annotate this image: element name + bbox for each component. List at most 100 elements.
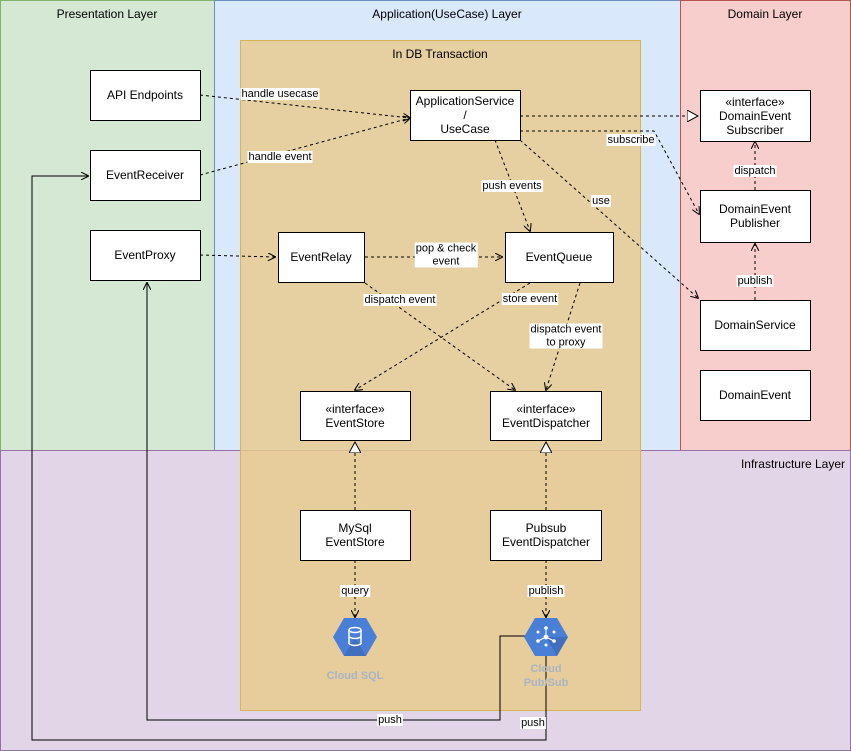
text-line: Pub/Sub xyxy=(524,677,569,689)
label-handle-usecase: handle usecase xyxy=(240,88,320,100)
event-queue-box[interactable]: EventQueue xyxy=(505,232,614,283)
label-subscribe: subscribe xyxy=(606,134,656,146)
text-line: ApplicationService xyxy=(416,94,515,108)
label-query: query xyxy=(340,585,371,597)
label-handle-event: handle event xyxy=(247,151,313,163)
text-line: Cloud xyxy=(530,663,561,675)
label-publish-domain: publish xyxy=(736,275,774,287)
cloud-pubsub-icon xyxy=(524,618,568,656)
edge-label-text: push events xyxy=(482,180,542,192)
edge-label-background xyxy=(363,294,437,306)
svg-text:ApplicationService/UseCase: ApplicationService/UseCase xyxy=(416,94,515,136)
text-line: UseCase xyxy=(440,122,490,136)
domain-event-box[interactable]: DomainEvent xyxy=(700,370,811,421)
text-line: subscribe xyxy=(607,134,654,146)
edge-label-text: dispatch xyxy=(735,165,776,177)
cloud-sql-caption: Cloud SQL xyxy=(327,670,384,682)
text-line: EventStore xyxy=(325,535,385,549)
text-line: dispatch xyxy=(735,165,776,177)
edge-cloudpubsub-push-to-proxy xyxy=(147,283,526,721)
svg-text:DomainEvent: DomainEvent xyxy=(719,388,792,402)
edge-proxy-to-relay xyxy=(199,255,275,257)
transaction-title: In DB Transaction xyxy=(392,47,487,61)
edge-cloudpubsub-push-to-receiver xyxy=(31,176,547,741)
api-endpoints-box[interactable]: API Endpoints xyxy=(90,70,201,121)
text-line: Subscriber xyxy=(726,123,783,137)
edge-label-text: push xyxy=(521,717,545,729)
edge-label-background xyxy=(736,275,774,287)
event-store-box[interactable]: «interface»EventStore xyxy=(300,391,411,441)
edge-label-text: store event xyxy=(503,293,557,305)
text-line: push events xyxy=(482,180,542,192)
edge-label-background xyxy=(520,717,546,729)
svg-text:«interface»EventStore: «interface»EventStore xyxy=(325,402,385,430)
text-line: EventReceiver xyxy=(106,168,184,182)
edge-label-text: subscribe xyxy=(607,134,654,146)
edge-label-background xyxy=(529,323,603,349)
text-line: store event xyxy=(503,293,557,305)
edge-label-background xyxy=(240,88,320,100)
presentation-layer-title: Presentation Layer xyxy=(57,7,158,21)
text-line: EventStore xyxy=(325,416,385,430)
edge-label-background xyxy=(414,242,478,268)
text-line: EventProxy xyxy=(114,248,175,262)
event-dispatcher-box[interactable]: «interface»EventDispatcher xyxy=(490,391,602,441)
text-line: query xyxy=(341,585,369,597)
domain-service-box[interactable]: DomainService xyxy=(700,300,811,351)
edge-label-text: publish xyxy=(738,275,773,287)
text-line: dispatch event xyxy=(531,324,602,336)
text-line: pop & check xyxy=(416,243,477,255)
text-line: Publisher xyxy=(730,216,780,230)
svg-text:EventQueue: EventQueue xyxy=(526,250,593,264)
svg-text:EventRelay: EventRelay xyxy=(290,250,351,264)
edge-appservice-to-publisher xyxy=(520,130,699,214)
text-line: Cloud SQL xyxy=(327,670,384,682)
edge-label-background xyxy=(733,165,777,177)
edge-label-text: query xyxy=(341,585,369,597)
domain-layer-title: Domain Layer xyxy=(728,7,803,21)
text-line: DomainEvent xyxy=(719,109,792,123)
event-proxy-box[interactable]: EventProxy xyxy=(90,230,201,281)
text-line: EventDispatcher xyxy=(502,416,590,430)
edge-label-background xyxy=(527,585,565,597)
svg-text:EventProxy: EventProxy xyxy=(114,248,175,262)
label-push-1: push xyxy=(377,714,403,726)
text-line: push xyxy=(521,717,545,729)
edge-appservice-to-domainservice xyxy=(519,139,698,298)
cloud-sql-icon xyxy=(333,618,377,656)
edge-label-background xyxy=(501,293,559,305)
edge-label-text: handle event xyxy=(249,151,312,163)
text-line: EventDispatcher xyxy=(502,535,590,549)
label-push-events: push events xyxy=(481,180,544,192)
text-line: handle usecase xyxy=(241,88,318,100)
edge-label-background xyxy=(606,134,656,146)
application-service-box[interactable]: ApplicationService/UseCase xyxy=(410,90,521,141)
text-line: EventQueue xyxy=(526,250,593,264)
text-line: to proxy xyxy=(546,337,586,349)
event-relay-box[interactable]: EventRelay xyxy=(278,232,365,283)
text-line: push xyxy=(378,714,402,726)
edge-label-text: push xyxy=(378,714,402,726)
edge-label-background xyxy=(340,585,371,597)
label-dispatch: dispatch xyxy=(733,165,777,177)
text-line: handle event xyxy=(249,151,312,163)
text-line: Pubsub xyxy=(526,521,567,535)
label-dispatch-event: dispatch event xyxy=(363,294,437,306)
text-line: / xyxy=(463,108,467,122)
label-store-event: store event xyxy=(501,293,559,305)
text-line: DomainEvent xyxy=(719,388,792,402)
svg-text:«interface»EventDispatcher: «interface»EventDispatcher xyxy=(502,402,590,430)
event-receiver-box[interactable]: EventReceiver xyxy=(90,150,201,201)
edge-api-to-appservice xyxy=(199,94,410,118)
edge-label-background xyxy=(377,714,403,726)
